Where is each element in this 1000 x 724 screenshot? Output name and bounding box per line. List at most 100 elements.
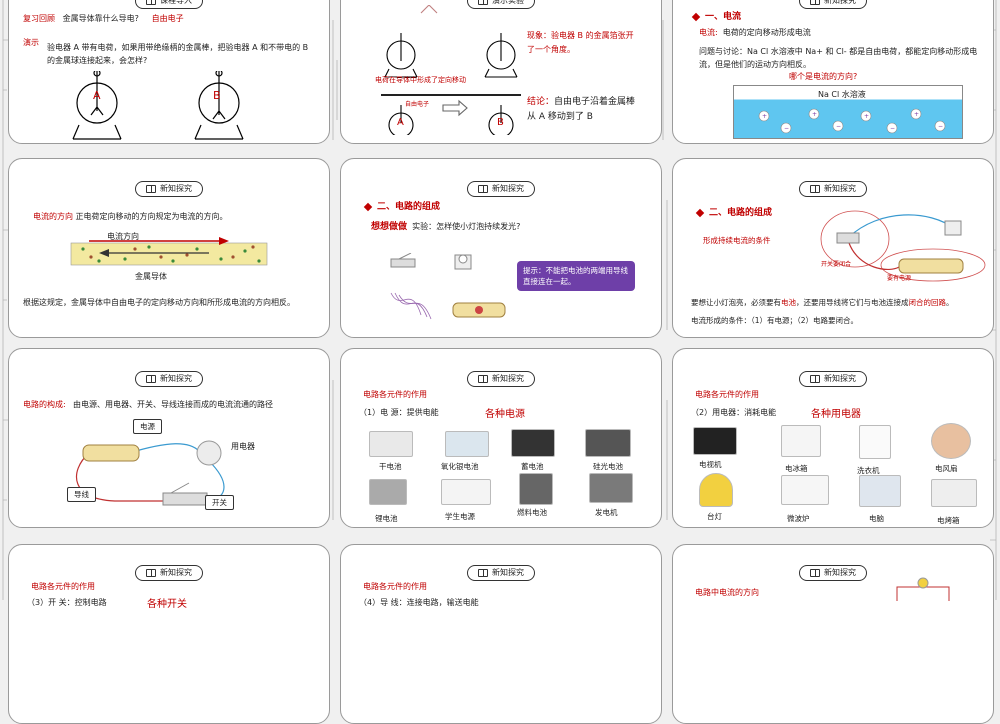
arrow-label: 电流方向 [107,232,139,241]
demo-text: 验电器 A 带有电荷，如果用带绝缘柄的金属棒，把验电器 A 和不带电的 B 的金… [47,43,309,65]
item-text: （1）电 源：提供电能 [359,408,439,417]
svg-text:−: − [836,123,841,130]
slide-header: 新知探究 [799,181,867,197]
circuit-sketch [896,577,950,601]
slide-header: 新知探究 [467,181,535,197]
slide-thumbnail-4[interactable]: 新知探究 电流的方向 正电荷定向移动的方向规定为电流的方向。 电流方向 金属导体… [8,158,330,338]
hint-box: 提示：不能把电池的两端用导线直接连在一起。 [517,261,635,291]
slide-thumbnail-1[interactable]: 课程导入 复习回顾 金属导体靠什么导电? 自由电子 演示 验电器 A 带有电荷，… [8,0,330,144]
electron-label: 自由电子 [405,101,430,108]
conductor-diagram [70,237,268,266]
discussion-text: 问题与讨论：Na Cl 水溶液中 Na+ 和 Cl- 都是自由电荷，都能定向移动… [699,47,978,69]
appliance-callout: 用电器 [231,442,255,451]
label-a: A [397,117,404,128]
electroscope-diagram [72,71,244,140]
section-subtitle: 电路中电流的方向 [695,588,759,597]
highlight-text: 各种电源 [485,409,525,420]
item-text: （3）开 关：控制电路 [27,598,107,607]
diamond-icon [691,12,701,21]
book-icon [478,0,488,5]
fan-image [931,423,971,459]
slide-thumbnail-6[interactable]: 新知探究 二、电路的组成 形成持续电流的条件 开关要闭合 要有电源 要想让小灯泡… [672,158,994,338]
highlight-text: 各种用电器 [811,409,861,420]
svg-text:−: − [784,125,789,132]
switch-callout: 开关 [205,495,234,510]
wire-callout: 导线 [67,487,96,502]
section-subtitle: 电路各元件的作用 [363,390,427,399]
lamp-image [699,473,733,507]
solution-tank: Na Cl 水溶液 +−+− +−+− [733,85,963,139]
slide-header: 新知探究 [799,371,867,387]
slide-header: 新知探究 [467,371,535,387]
slide-thumbnail-3[interactable]: 新知探究 一、电流 电流: 电荷的定向移动形成电流 问题与讨论：Na Cl 水溶… [672,0,994,144]
conclusion-block: 结论：自由电子沿着金属棒从 A 移动到了 B [527,97,636,122]
book-icon [810,375,820,383]
ion-particles: +−+− +−+− [758,108,946,134]
source-caption-1: 氧化银电池 [441,462,479,471]
appliance-caption-6: 电脑 [869,514,884,523]
slide-thumbnail-5[interactable]: 新知探究 二、电路的组成 想想做做 实验：怎样使小灯泡持续发光? 提示：不能把电… [340,158,662,338]
section-title: 二、电路的组成 [695,205,772,218]
dry-battery-image [369,431,413,457]
book-icon [146,569,156,577]
review-question: 金属导体靠什么导电? [62,14,139,23]
slide-thumbnail-9[interactable]: 新知探究 电路各元件的作用 （2）用电器：消耗电能 各种用电器 电视机 电冰箱 … [672,348,994,528]
slide-header: 新知探究 [799,565,867,581]
slide-header: 新知探究 [135,181,203,197]
svg-text:+: + [762,113,767,120]
composition-label: 电路的构成: [23,400,66,409]
slide-thumbnail-10[interactable]: 新知探究 电路各元件的作用 （3）开 关：控制电路 各种开关 [8,544,330,724]
appliance-caption-5: 微波炉 [787,514,810,523]
book-icon [146,0,156,5]
section-subtitle: 电路各元件的作用 [363,582,427,591]
oven-image [931,479,977,507]
source-caption-6: 燃料电池 [517,508,547,517]
review-label: 复习回顾 [23,14,55,23]
svg-text:+: + [864,113,869,120]
silver-oxide-image [445,431,489,457]
section-subtitle: 电路各元件的作用 [695,390,759,399]
book-icon [146,375,156,383]
book-icon [810,0,820,5]
slide-thumbnail-2[interactable]: 演示实验 电荷在导体中形成了定向移动 自由电子 A B 现象：验电器 B 的金属… [340,0,662,144]
source-caption-7: 发电机 [595,508,618,517]
lithium-battery-image [369,479,407,505]
demo-label: 演示 [23,38,39,47]
slide-thumbnail-8[interactable]: 新知探究 电路各元件的作用 （1）电 源：提供电能 各种电源 干电池 氧化银电池… [340,348,662,528]
switch-closed-label: 开关要闭合 [821,261,852,268]
slide-thumbnail-12[interactable]: 新知探究 电路中电流的方向 [672,544,994,724]
current-label: 电流: [699,28,718,37]
conductor-label: 金属导体 [135,272,167,281]
svg-text:−: − [938,123,943,130]
experiment-text: 实验：怎样使小灯泡持续发光? [412,222,521,231]
diamond-icon [695,208,705,217]
review-answer: 自由电子 [151,14,184,23]
section-title: 二、电路的组成 [363,199,440,212]
solar-cell-image [585,429,631,457]
washing-machine-image [859,425,891,459]
appliance-caption-1: 电冰箱 [785,464,808,473]
think-label: 想想做做 [371,222,408,232]
flow-note: 电荷在导体中形成了定向移动 [375,76,466,84]
source-caption-5: 学生电源 [445,512,475,521]
slide-header: 新知探究 [135,371,203,387]
diamond-icon [363,202,373,211]
source-caption-3: 硅光电池 [593,462,623,471]
section-title: 一、电流 [691,9,741,22]
book-icon [478,375,488,383]
source-caption-4: 锂电池 [375,514,398,523]
slide-thumbnail-11[interactable]: 新知探究 电路各元件的作用 （4）导 线：连接电路，输送电能 [340,544,662,724]
electroscope-b-label: B [213,89,221,102]
book-icon [810,569,820,577]
solution-label: Na Cl 水溶液 [818,90,866,99]
item-text: （2）用电器：消耗电能 [691,408,777,417]
direction-label: 电流的方向 [33,212,73,221]
circuit-photo [820,210,986,282]
power-callout: 电源 [133,419,162,434]
generator-image [589,473,633,503]
book-icon [478,185,488,193]
question-text: 哪个是电流的方向? [789,72,858,81]
slide-thumbnail-7[interactable]: 新知探究 电路的构成: 由电源、用电器、开关、导线连接而成的电流流通的路径 电源… [8,348,330,528]
book-icon [478,569,488,577]
circuit-illustration [75,440,225,506]
